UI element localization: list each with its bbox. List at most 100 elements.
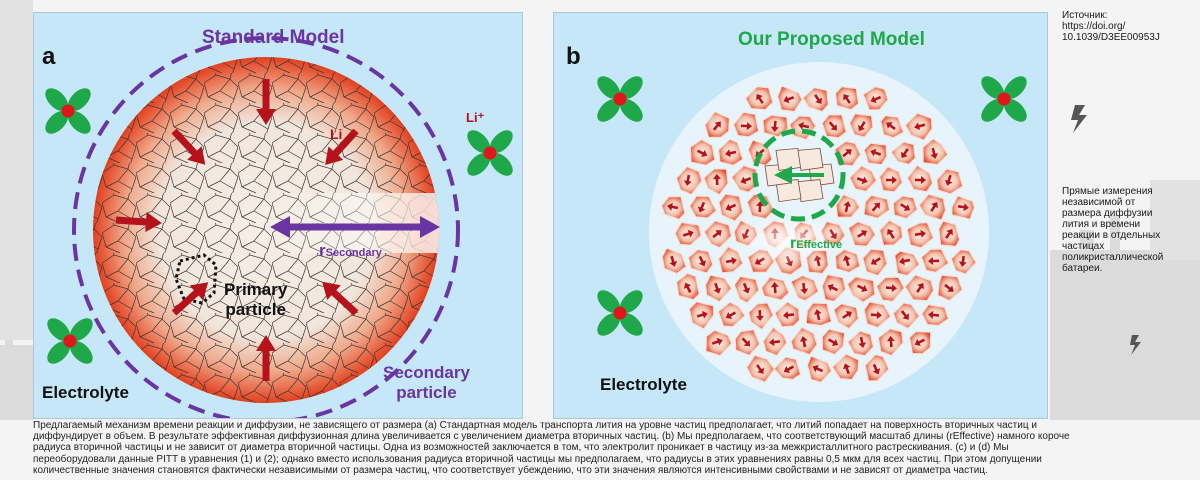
side-note-line: лития и времени [1062,219,1141,230]
solvent-lobe [47,340,71,364]
li-flux-arrow [799,336,808,348]
li-flux-arrow [900,203,911,211]
li-flux-arrow [741,337,751,347]
solvent-lobe [619,98,643,122]
li-flux-arrow [900,310,909,320]
li-flux-arrow [770,120,779,132]
primary-grain [846,276,876,303]
proposed-model-title: Our Proposed Model [738,29,925,50]
li-flux-arrow [870,148,882,157]
li-flux-arrow [740,122,752,130]
solvent-lobe [597,290,621,314]
li-flux-arrow [770,282,779,294]
li-flux-arrow [682,229,694,238]
li-flux-arrow [870,95,882,104]
li-flux-arrow [171,282,209,316]
solvent-lobe [45,110,69,134]
li-flux-arrow [858,336,867,348]
r-subscript: Effective [796,239,843,251]
li-flux-arrow [696,310,708,319]
li-flux-arrow [783,365,794,373]
side-note-line: размера диффузии [1062,208,1153,219]
primary-particle-outline [174,253,218,305]
li-flux-arrow [725,256,737,265]
source-note: Источник: https://doi.org/ 10.1039/D3EE0… [1062,10,1160,43]
li-flux-arrow [812,365,824,373]
solvent-lobe [981,98,1005,122]
li-flux-arrow [928,310,940,319]
li-flux-arrow [885,284,897,293]
r-secondary-label: rSecondary [319,241,382,261]
li-ion-dot [61,104,75,118]
li-flux-arrow [870,311,882,320]
li-flux-arrow [698,255,706,267]
li-flux-arrow [871,202,880,212]
li-flux-arrow [914,338,925,346]
li-flux-arrow [827,284,839,292]
li-flux-arrow [842,255,851,267]
primary-particle-line1: Primary [224,280,288,299]
li-flux-arrow [783,311,795,320]
solvent-lobe [597,76,621,100]
li-ion-dot [63,334,77,348]
solvent-lobe [1003,76,1027,100]
source-line: https://doi.org/ [1062,21,1126,32]
li-flux-arrow [115,212,162,232]
li-ion-cluster [981,76,1027,122]
source-line: Источник: [1062,10,1108,21]
li-flux-arrow [756,94,764,104]
li-flux-arrow [756,201,764,213]
r-subscript: Secondary [325,247,382,259]
solvent-lobe [619,76,643,100]
li-ion-cluster [45,88,91,134]
li-ion-cluster [597,290,643,336]
li-flux-arrow [857,284,868,292]
proposed-model-figure [597,62,1027,402]
li-flux-arrow [712,121,721,131]
primary-grain [802,86,830,113]
li-flux-arrow [870,257,881,265]
standard-model-title: Standard Model [202,27,345,48]
side-note-line: независимой от [1062,197,1136,208]
li-flux-arrow [756,364,764,374]
li-flux-arrow [667,202,679,211]
side-note: Прямые измерения независимой от размера … [1062,186,1163,274]
solvent-lobe [467,152,491,176]
li-ion-cluster [597,76,643,122]
solvent-lobe [489,152,513,176]
li-flux-arrow [740,176,752,185]
r-effective-label: rEffective [790,235,842,253]
caption-line: диффундирует в объем. В результате эффек… [33,431,1070,443]
li-flux-arrow [886,336,895,348]
li-flux-arrow [814,94,822,104]
primary-particle-label: Primary particle [224,280,287,320]
effective-region-boundary [752,128,846,222]
li-flux-arrow [843,201,852,213]
li-ion-cluster [47,318,93,364]
r-symbol: r [319,241,326,260]
solvent-lobe [1003,98,1027,122]
li-flux-arrow [769,338,781,347]
li-flux-arrow [725,311,736,319]
li-flux-arrow [684,282,692,293]
li-flux-arrow [945,229,953,239]
primary-grain [922,138,949,166]
li-flux-arrow [843,94,851,104]
li-flux-arrow [725,203,737,212]
li-flux-arrow [783,95,795,104]
side-note-line: реакции в отдельных [1062,230,1161,241]
li-flux-arrow [325,128,359,165]
primary-grain [864,353,890,382]
li-flux-arrow [683,174,692,186]
solvent-lobe [67,88,91,112]
li-flux-arrow [944,174,953,186]
li-flux-arrow [697,149,708,157]
li-flux-arrow [856,176,868,185]
li-flux-arrow [886,176,897,184]
li-flux-arrow [914,122,926,131]
solvent-lobe [45,88,69,112]
panel-standard-model: a Standard Model Li Li⁺ rSecondary Prima… [33,12,523,419]
primary-particle-line2: particle [225,300,286,319]
li-flux-arrow [813,309,822,321]
